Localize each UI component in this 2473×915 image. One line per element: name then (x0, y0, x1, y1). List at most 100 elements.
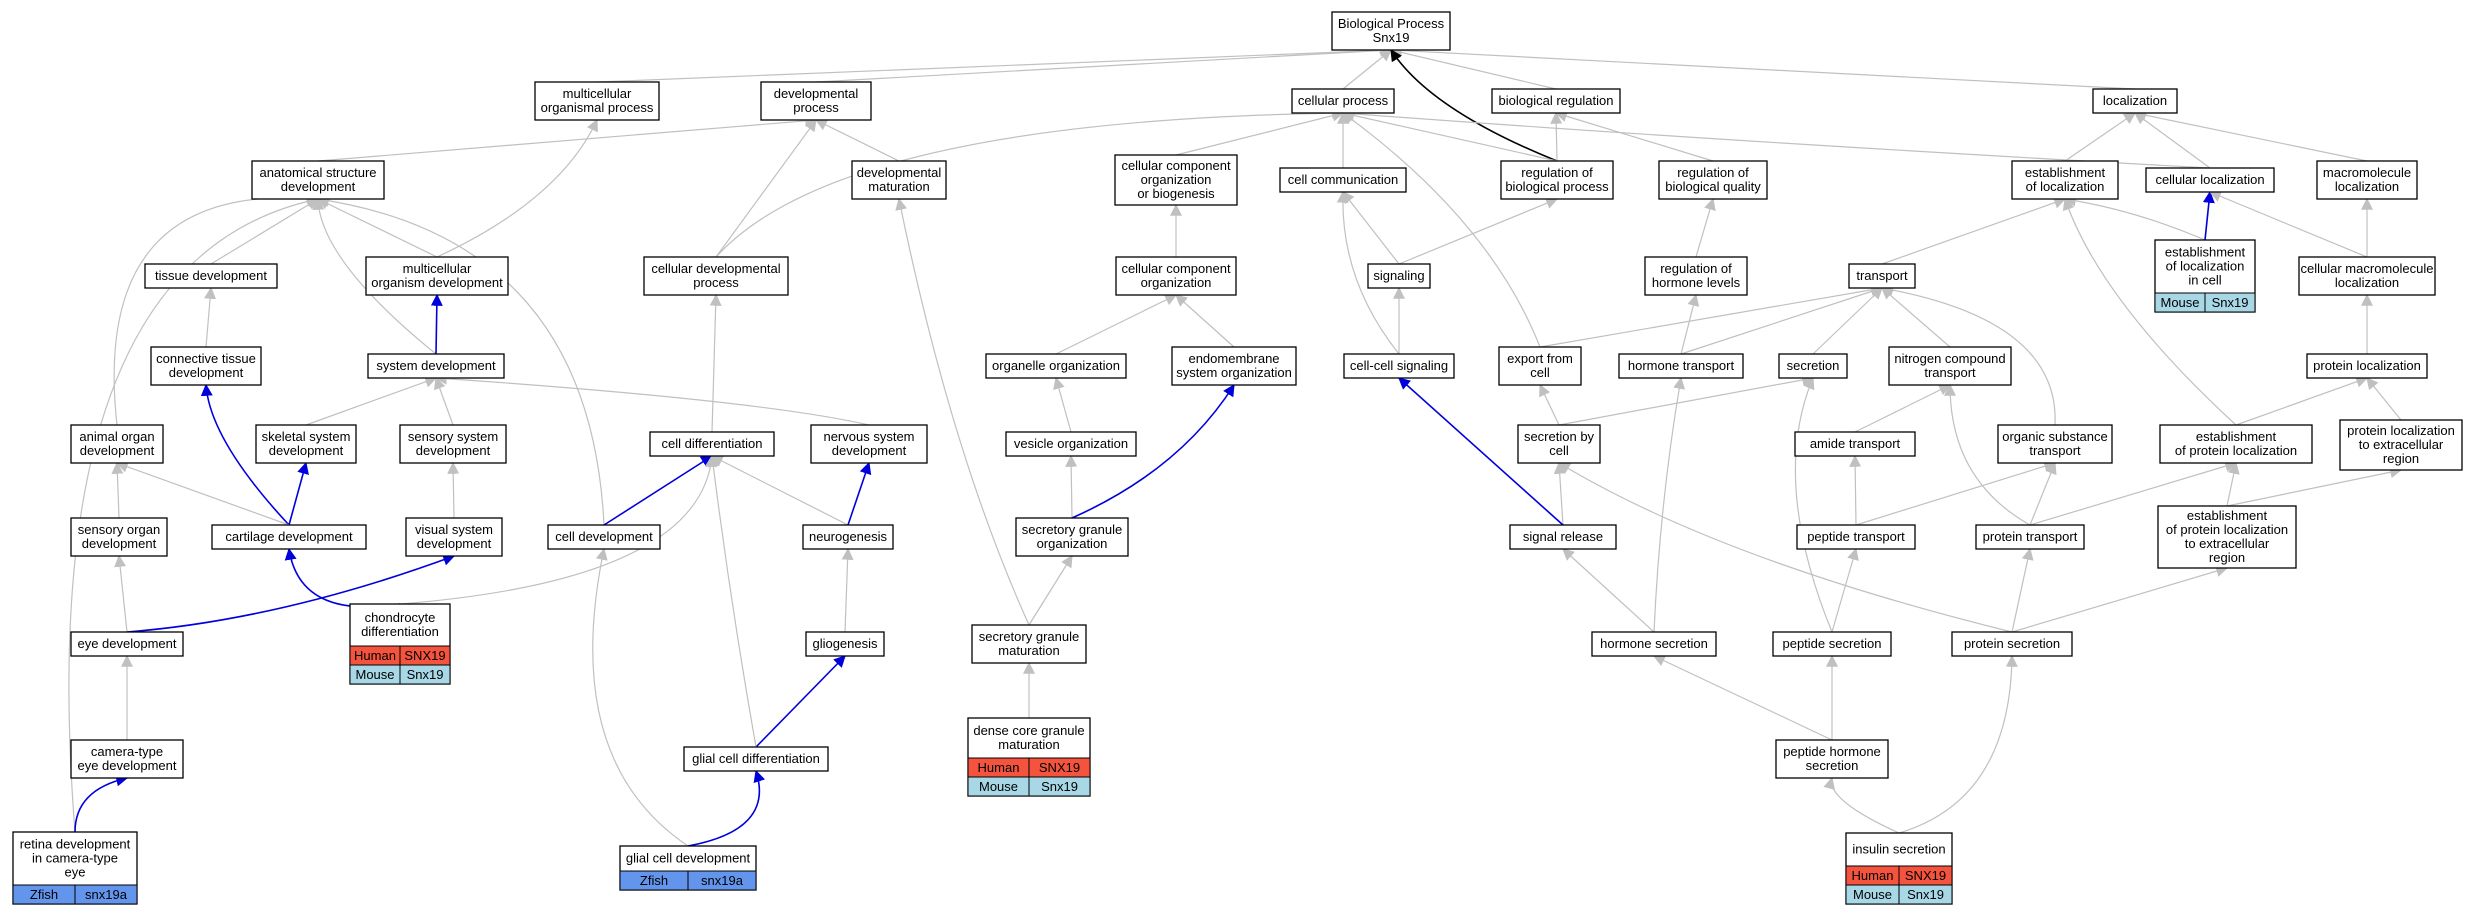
node-secretion: secretion (1778, 353, 1848, 379)
node-label: hormone levels (1652, 275, 1741, 290)
node-label: gliogenesis (812, 636, 878, 651)
node-box (70, 517, 168, 557)
node-box (810, 424, 928, 464)
node-box (1997, 424, 2113, 464)
node-box (1500, 160, 1614, 200)
node-box (1491, 88, 1621, 114)
node-label: cell development (555, 529, 653, 544)
node-gcdiff: glial cell differentiation (683, 746, 829, 772)
node-label: cell-cell signaling (1350, 358, 1448, 373)
edge-cellp-to-bp (1342, 49, 1392, 90)
node-label: secretion by (1524, 429, 1595, 444)
node-label: localization (2103, 93, 2167, 108)
edge-orgorg-to-cco (1055, 294, 1178, 355)
node-label: connective tissue (156, 351, 256, 366)
node-box (1794, 431, 1916, 457)
edge-mod-to-asd (316, 198, 438, 258)
node-box (1343, 353, 1455, 379)
node-box (2316, 160, 2418, 200)
node-cellp: cellular process (1291, 88, 1395, 114)
node-hormtrans: hormone transport (1618, 353, 1744, 379)
edge-nct-to-transport (1881, 287, 1951, 348)
node-box (643, 256, 789, 296)
node-label: cell differentiation (662, 436, 763, 451)
edge-pepsec-to-peptrans (1831, 547, 1859, 633)
node-label: amide transport (1810, 436, 1901, 451)
node-label: protein localization (2347, 423, 2455, 438)
node-label: development (416, 443, 491, 458)
gene-cell (687, 870, 757, 891)
species-label: Zfish (30, 887, 58, 902)
edge-chondro-to-cartdev (284, 547, 401, 608)
node-label: vesicle organization (1014, 436, 1128, 451)
node-label: cellular process (1298, 93, 1389, 108)
edge-inssec-to-phs (1823, 776, 1900, 834)
node-celldiff: cell differentiation (649, 431, 775, 457)
node-label: Snx19 (1373, 30, 1410, 45)
edge-protsec-to-secbycell (1557, 462, 2013, 633)
edge-mop-to-bp (596, 44, 1393, 83)
edge-estlocc-to-estloc (2063, 194, 2206, 241)
node-cellloc: cellular localization (2145, 167, 2275, 193)
species-label: Human (978, 760, 1020, 775)
edge-gcdev-to-gcdiff (687, 769, 766, 847)
edge-exportcell-to-cellp (1342, 112, 1541, 348)
node-label: system development (376, 358, 496, 373)
node-label: protein secretion (1964, 636, 2060, 651)
edge-hormsec-to-sigrel (1562, 548, 1655, 633)
node-box (2159, 424, 2313, 464)
node-label: differentiation (361, 624, 439, 639)
edge-sgo-to-vesorg (1065, 454, 1078, 519)
edge-gcdiff-to-celldiff (707, 454, 757, 748)
gene-cell (399, 664, 451, 685)
node-layer: Biological ProcessSnx19multicellularorga… (12, 11, 2463, 905)
node-box (971, 624, 1087, 664)
node-label: regulation of (1677, 165, 1749, 180)
node-peptrans: peptide transport (1796, 524, 1916, 550)
node-label: cell communication (1288, 172, 1399, 187)
edge-gcdiff-to-gliogen (755, 655, 846, 748)
node-label: regulation of (1521, 165, 1593, 180)
edge-eplec-to-plec (2226, 466, 2403, 507)
node-box (150, 346, 262, 386)
node-sysdev: system development (367, 353, 505, 379)
node-protsec: protein secretion (1951, 631, 2073, 657)
node-box (2339, 419, 2463, 471)
node-box (1888, 346, 2012, 386)
node-label: organismal process (541, 100, 654, 115)
node-label: of protein localization (2175, 443, 2297, 458)
node-label: cartilage development (225, 529, 353, 544)
node-label: secretion (1806, 758, 1859, 773)
node-label: of localization (2026, 179, 2105, 194)
gene-symbol: Snx19 (1041, 779, 1078, 794)
edge-secbycell-to-secretion (1558, 374, 1815, 426)
edge-asd-to-devp (317, 114, 818, 162)
node-label: peptide secretion (1782, 636, 1881, 651)
node-box (1796, 524, 1916, 550)
node-label: glial cell differentiation (692, 751, 820, 766)
species-label: Mouse (2160, 295, 2199, 310)
gene-symbol: SNX19 (1039, 760, 1080, 775)
edge-inssec-to-protsec (1898, 654, 2018, 834)
node-protloc: protein localization (2306, 353, 2428, 379)
edge-cartdev-to-ctd (200, 383, 290, 526)
node-box (760, 81, 872, 121)
edge-regbp-to-bioreg (1550, 111, 1563, 162)
node-label: development (281, 179, 356, 194)
edge-macloc-to-loc (2133, 109, 2368, 162)
node-box (1644, 256, 1748, 296)
node-label: biological quality (1665, 179, 1761, 194)
